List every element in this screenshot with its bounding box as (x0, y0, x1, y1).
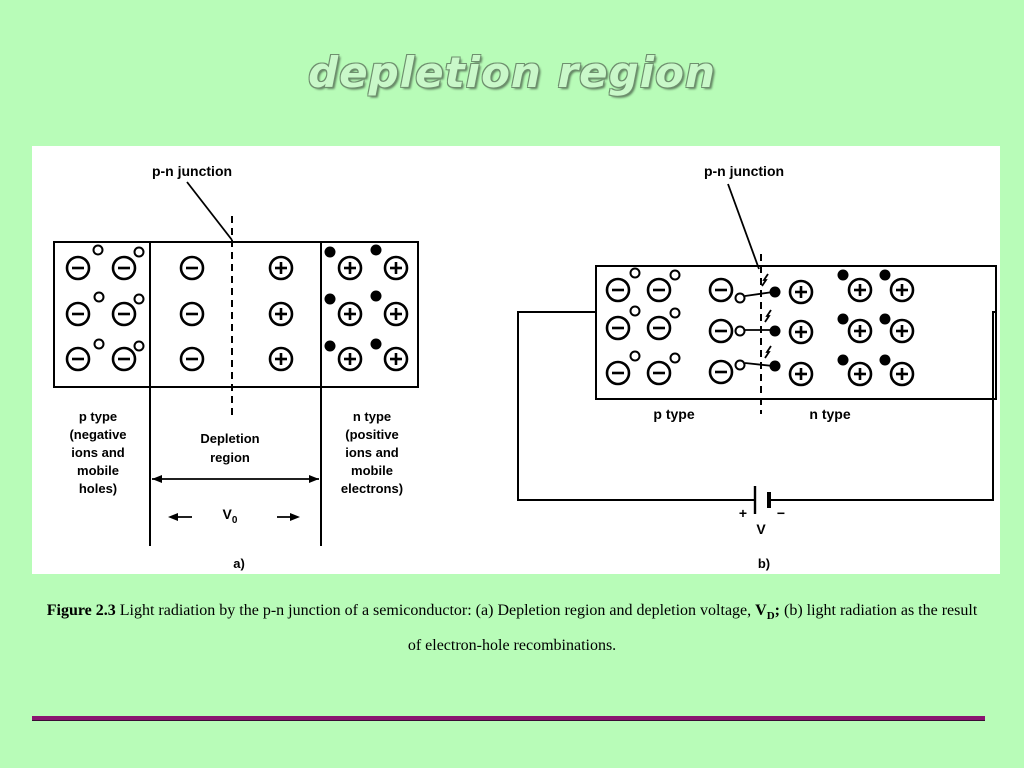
recombination-b (744, 273, 774, 367)
p-type-label-a-2: (negative (69, 427, 126, 442)
n-type-label-b: n type (809, 406, 850, 422)
n-type-label-a-3: ions and (345, 445, 399, 460)
n-type-label-a-4: mobile (351, 463, 393, 478)
figure-panel: p-n junction p type (negative ions and (32, 146, 1000, 574)
junction-pointer-a (186, 181, 233, 241)
footer-divider (32, 716, 985, 721)
p-type-label-b: p type (653, 406, 694, 422)
panel-label-b: b) (758, 556, 770, 571)
depletion-label-1: Depletion (200, 431, 259, 446)
battery-label: V (756, 521, 766, 537)
caption-vd: VD; (755, 602, 780, 623)
caption-text-1: Light radiation by the p-n junction of a… (115, 602, 756, 619)
width-arrow-left (152, 475, 162, 483)
p-region-b (605, 267, 746, 386)
caption-text-2: (b) light radiation as the result of ele… (407, 602, 978, 655)
slide-title: depletion region (308, 48, 716, 97)
p-type-label-a-3: ions and (71, 445, 125, 460)
external-circuit (517, 311, 996, 501)
voltage-label-a: V0 (223, 506, 238, 526)
n-type-label-a-5: electrons) (341, 481, 403, 496)
panel-label-a: a) (233, 556, 245, 571)
n-region-b (769, 269, 915, 387)
panel-a: p-n junction p type (negative ions and (53, 163, 419, 571)
voltage-arrowhead-left (168, 513, 178, 521)
battery-plus: + (739, 505, 747, 521)
depletion-ions-a (179, 255, 294, 372)
crystal-box-b (595, 265, 997, 400)
battery-minus: − (777, 505, 785, 521)
crystal-box-a (53, 241, 419, 388)
pn-junction-diagram: p-n junction p type (negative ions and (53, 163, 997, 571)
p-type-label-a-5: holes) (79, 481, 117, 496)
width-arrow-right (309, 475, 319, 483)
p-type-label-a-1: p type (79, 409, 117, 424)
junction-label-a: p-n junction (152, 163, 232, 179)
figure-caption: Figure 2.3 Light radiation by the p-n ju… (40, 596, 984, 661)
depletion-label-2: region (210, 450, 250, 465)
junction-label-b: p-n junction (704, 163, 784, 179)
voltage-arrowhead-right (290, 513, 300, 521)
n-type-label-a-2: (positive (345, 427, 398, 442)
junction-pointer-b (727, 183, 760, 270)
n-region-a (324, 244, 409, 372)
panel-b: p-n junction (517, 163, 997, 571)
n-type-label-a-1: n type (353, 409, 391, 424)
p-region-a (65, 244, 145, 372)
caption-figure-ref: Figure 2.3 (46, 602, 116, 619)
p-type-label-a-4: mobile (77, 463, 119, 478)
